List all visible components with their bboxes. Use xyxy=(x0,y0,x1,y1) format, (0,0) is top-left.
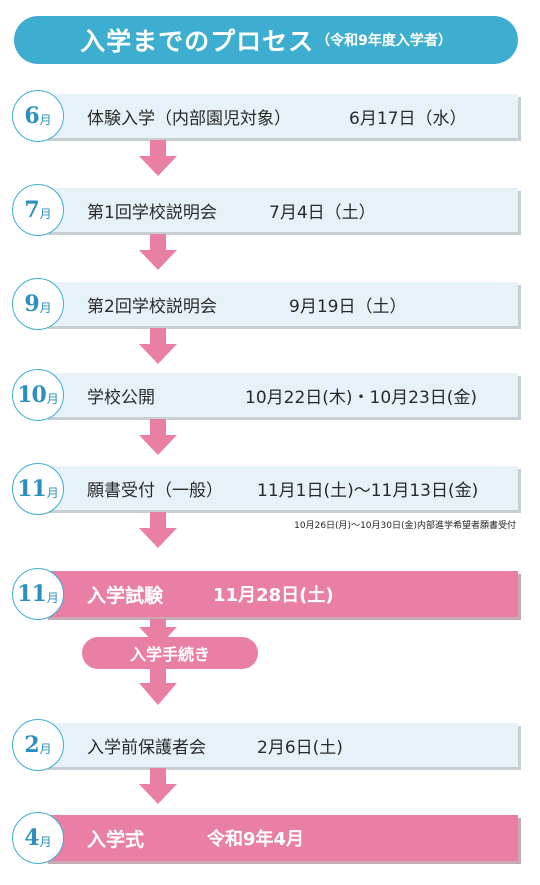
month-unit: 月 xyxy=(39,206,52,221)
title-sub: （令和9年度入学者） xyxy=(316,33,452,49)
step-label: 第1回学校説明会 xyxy=(87,202,217,223)
step-bar-info-session-1: 第1回学校説明会 7月4日（土） xyxy=(45,188,518,232)
month-number: 7 xyxy=(24,197,39,223)
step-bar-application: 願書受付（一般） 11月1日(土)〜11月13日(金) xyxy=(45,466,518,510)
step-date: 9月19日（土） xyxy=(289,296,407,317)
application-note: 10月26日(月)〜10月30日(金)内部進学希望者願書受付 xyxy=(294,521,516,531)
down-arrow-icon xyxy=(139,669,177,705)
step-date: 11月1日(土)〜11月13日(金) xyxy=(257,480,479,501)
step-label: 入学前保護者会 xyxy=(87,737,206,758)
down-arrow-icon xyxy=(139,140,177,176)
month-unit: 月 xyxy=(39,741,52,756)
step-date: 令和9年4月 xyxy=(207,829,305,850)
step-label: 学校公開 xyxy=(87,387,155,408)
month-number: 11 xyxy=(17,476,47,502)
step-bar-info-session-2: 第2回学校説明会 9月19日（土） xyxy=(45,282,518,326)
month-number: 2 xyxy=(24,732,39,758)
month-unit: 月 xyxy=(39,300,52,315)
enrollment-procedure-pill: 入学手続き xyxy=(82,637,258,669)
step-bar-entrance-exam: 入学試験 11月28日(土) xyxy=(45,571,518,617)
month-unit: 月 xyxy=(46,485,59,500)
step-date: 10月22日(木)・10月23日(金) xyxy=(245,387,478,408)
step-label: 入学試験 xyxy=(87,584,164,607)
month-number: 9 xyxy=(24,291,39,317)
title-main: 入学までのプロセス xyxy=(80,27,315,56)
step-bar-trial: 体験入学（内部園児対象） 6月17日（水） xyxy=(45,94,518,138)
step-label: 第2回学校説明会 xyxy=(87,296,217,317)
down-arrow-icon xyxy=(139,768,177,804)
down-arrow-icon xyxy=(139,512,177,548)
step-bar-entrance-ceremony: 入学式 令和9年4月 xyxy=(45,815,518,861)
month-number: 10 xyxy=(17,382,47,408)
down-arrow-icon xyxy=(139,234,177,270)
month-unit: 月 xyxy=(39,112,52,127)
step-date: 7月4日（土） xyxy=(269,202,376,223)
step-label: 入学式 xyxy=(87,828,145,851)
down-arrow-icon xyxy=(139,328,177,364)
month-unit: 月 xyxy=(46,391,59,406)
month-number: 6 xyxy=(24,103,39,129)
step-date: 6月17日（水） xyxy=(349,108,467,129)
step-date: 11月28日(土) xyxy=(213,585,334,606)
step-label: 願書受付（一般） xyxy=(87,480,223,501)
step-bar-parent-meeting: 入学前保護者会 2月6日(土) xyxy=(45,723,518,767)
step-bar-open-school: 学校公開 10月22日(木)・10月23日(金) xyxy=(45,373,518,417)
month-number: 4 xyxy=(24,825,39,851)
month-number: 11 xyxy=(17,581,47,607)
step-date: 2月6日(土) xyxy=(257,737,343,758)
down-arrow-icon xyxy=(139,619,177,647)
title-banner: 入学までのプロセス （令和9年度入学者） xyxy=(14,16,518,64)
step-label: 体験入学（内部園児対象） xyxy=(87,108,291,129)
month-unit: 月 xyxy=(39,834,52,849)
down-arrow-icon xyxy=(139,419,177,455)
month-unit: 月 xyxy=(46,590,59,605)
